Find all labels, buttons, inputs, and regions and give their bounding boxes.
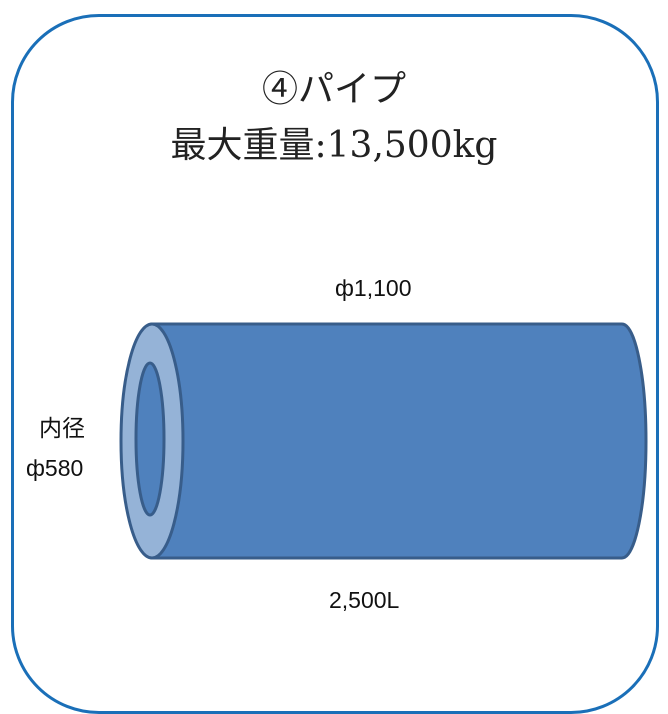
pipe-illustration <box>119 322 648 560</box>
item-title: ④パイプ <box>261 69 406 110</box>
inner-diameter-caption: 内径 <box>39 415 85 441</box>
length-label: 2,500L <box>329 587 400 613</box>
pipe-inner-hole <box>134 361 166 517</box>
max-weight: 最大重量:13,500kg <box>170 125 498 166</box>
pipe-body <box>150 322 648 560</box>
outer-diameter-label: ф1,100 <box>335 275 412 301</box>
inner-diameter-label: ф580 <box>26 455 84 481</box>
